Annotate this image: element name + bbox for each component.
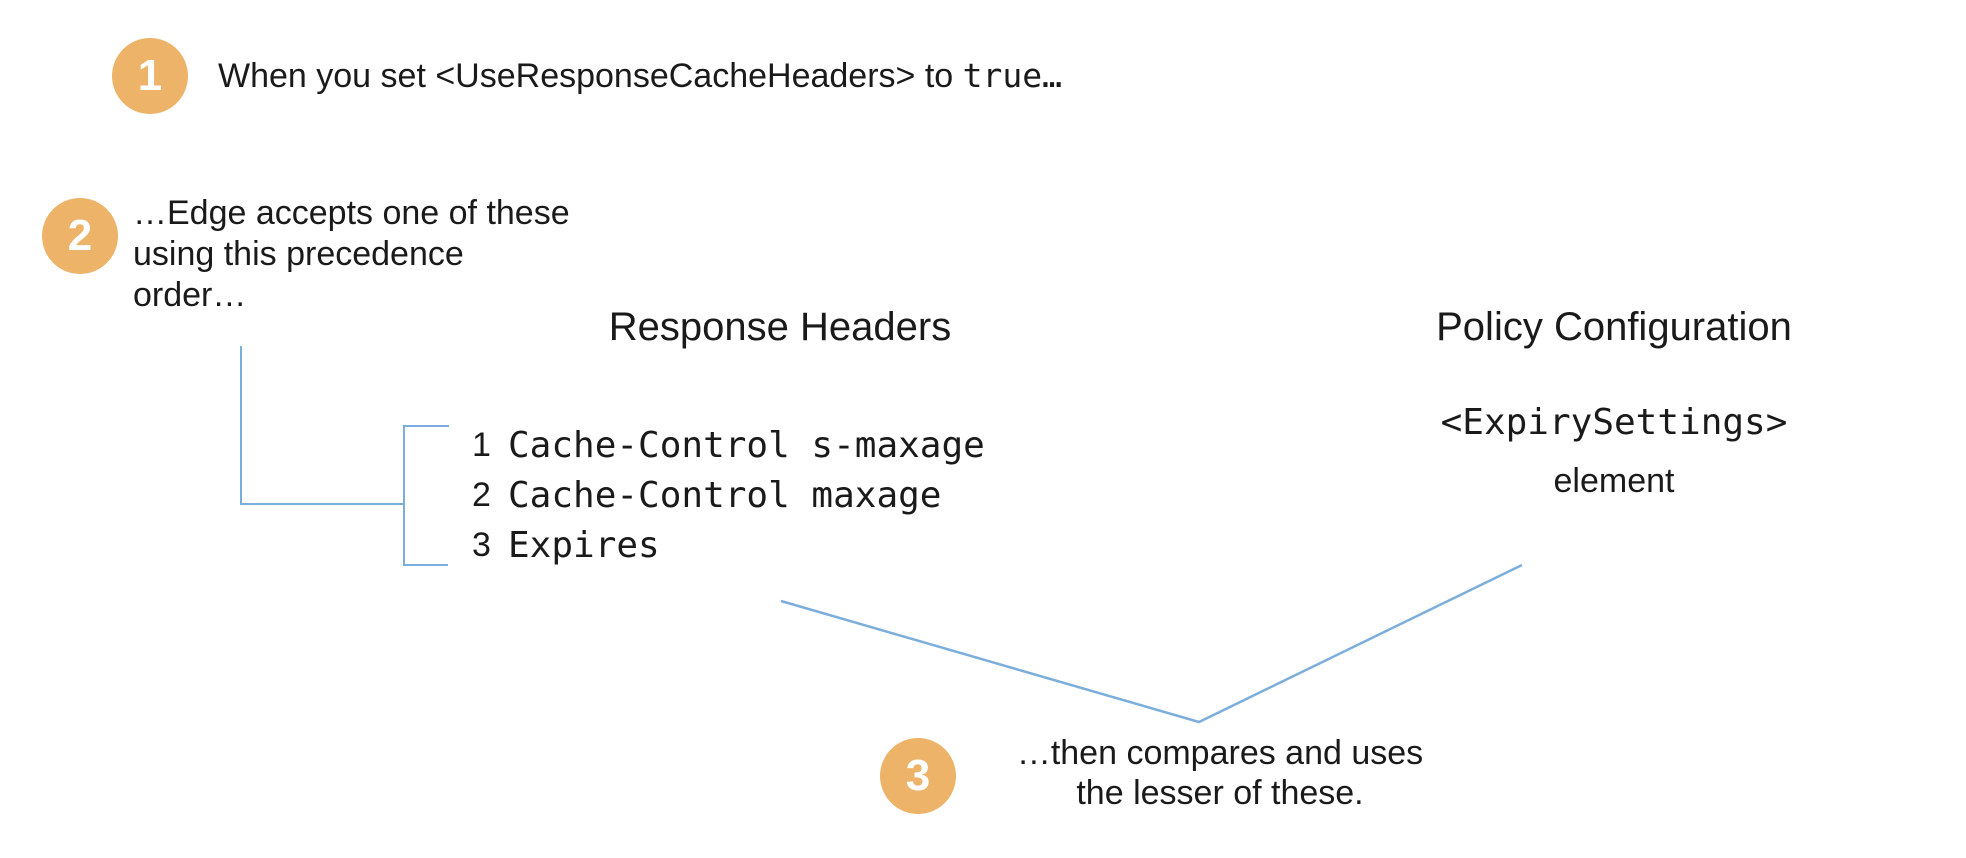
response-headers-list: 1 Cache-Control s-maxage 2 Cache-Control… xyxy=(472,420,985,570)
list-item-number: 1 xyxy=(472,425,491,464)
list-item-number: 2 xyxy=(472,475,491,514)
step-1-number: 1 xyxy=(137,51,163,100)
list-item: 2 Cache-Control maxage xyxy=(472,470,985,520)
expiry-settings-code: <ExpirySettings> xyxy=(1440,402,1788,443)
list-item-number: 3 xyxy=(472,525,491,564)
precedence-connector-vertical-line xyxy=(240,346,242,505)
step-3-caption: …then compares and uses the lesser of th… xyxy=(980,733,1460,813)
step-3-number: 3 xyxy=(905,751,931,800)
step-2-caption-line: …Edge accepts one of these xyxy=(133,194,570,232)
list-bracket-spine xyxy=(403,425,405,566)
step-1-caption-code: true… xyxy=(962,56,1062,95)
response-headers-title: Response Headers xyxy=(608,305,952,349)
list-item: 3 Expires xyxy=(472,520,985,570)
expiry-settings-label: element xyxy=(1553,462,1675,500)
step-3-badge: 3 xyxy=(880,738,956,814)
step-3-caption-line: the lesser of these. xyxy=(1076,774,1364,812)
list-bracket-bottom-arm xyxy=(403,564,448,566)
precedence-connector-horizontal-line xyxy=(240,503,404,505)
step-2-caption: …Edge accepts one of these using this pr… xyxy=(133,193,570,316)
step-2-caption-line: order… xyxy=(133,276,247,314)
list-item-text: Cache-Control maxage xyxy=(508,474,942,516)
step-2-number: 2 xyxy=(67,211,93,260)
policy-configuration-title: Policy Configuration xyxy=(1436,305,1792,349)
list-item-text: Expires xyxy=(508,524,660,566)
step-2-badge: 2 xyxy=(42,198,118,274)
step-2-caption-line: using this precedence xyxy=(133,235,464,273)
step-1-caption-sans: When you set <UseResponseCacheHeaders> t… xyxy=(218,57,963,95)
step-1-badge: 1 xyxy=(112,38,188,114)
step-1-caption: When you set <UseResponseCacheHeaders> t… xyxy=(218,56,1062,96)
list-bracket-top-arm xyxy=(403,425,449,427)
list-item-text: Cache-Control s-maxage xyxy=(508,424,985,466)
step-3-caption-line: …then compares and uses xyxy=(1016,734,1424,772)
list-item: 1 Cache-Control s-maxage xyxy=(472,420,985,470)
